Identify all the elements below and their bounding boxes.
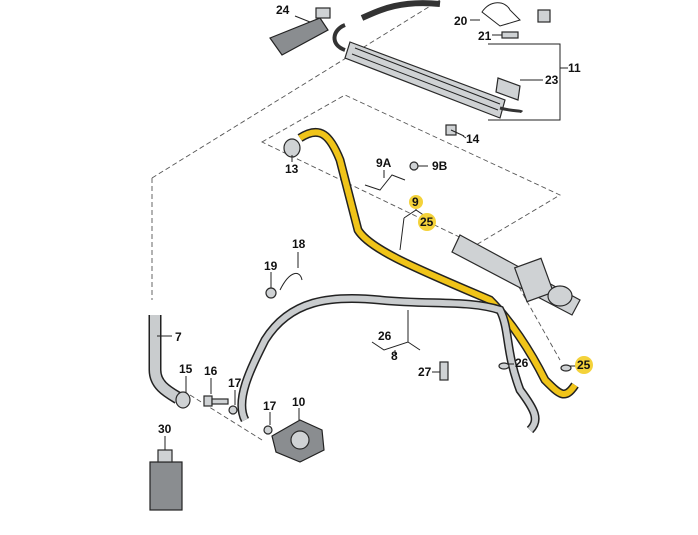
label-7[interactable]: 7 (175, 330, 182, 344)
cooler-pipe-left (332, 23, 346, 52)
label-16[interactable]: 16 (204, 364, 218, 378)
label-15[interactable]: 15 (179, 362, 193, 376)
label-14[interactable]: 14 (466, 132, 480, 146)
label-26-top[interactable]: 26 (378, 329, 392, 343)
clip-9A (364, 174, 406, 191)
cooler-pipe-right (499, 106, 524, 114)
cooler-body (344, 41, 506, 119)
dashed-outlines (151, 0, 561, 441)
nut-19 (265, 287, 277, 299)
label-9[interactable]: 9 (412, 195, 419, 209)
hose-9 (298, 129, 578, 397)
hose-8 (238, 295, 539, 433)
clip-20 (481, 2, 551, 39)
seal-17a (228, 405, 238, 415)
bracket-24 (269, 7, 331, 56)
bracket-23 (495, 77, 521, 101)
guide-line-rack (514, 279, 561, 361)
label-19[interactable]: 19 (264, 259, 278, 273)
pump-10 (271, 419, 325, 463)
label-27[interactable]: 27 (418, 365, 432, 379)
steering-rack (451, 234, 581, 316)
label-8[interactable]: 8 (391, 349, 398, 363)
cooler-assembly (332, 23, 524, 119)
label-9B[interactable]: 9B (432, 159, 448, 173)
hose-7 (150, 315, 181, 403)
label-24[interactable]: 24 (276, 3, 290, 17)
label-25-right[interactable]: 25 (577, 358, 591, 372)
guide-line-pump (189, 394, 263, 441)
clamp-18 (279, 272, 303, 291)
banjo-bolt-16 (203, 395, 229, 407)
oring-26 (498, 362, 510, 370)
label-30[interactable]: 30 (158, 422, 172, 436)
highlight-25b (575, 356, 593, 374)
grommet-13 (283, 138, 301, 158)
grommet-15 (175, 391, 191, 409)
part-labels: 24 20 21 23 11 14 13 9A 9B 9 25 18 19 7 … (158, 3, 591, 436)
label-20[interactable]: 20 (454, 14, 468, 28)
seal-17b (263, 425, 273, 435)
label-21[interactable]: 21 (478, 29, 492, 43)
group-frame-middle (261, 94, 561, 246)
nut-9B (409, 161, 419, 171)
label-17-bottom[interactable]: 17 (263, 399, 277, 413)
label-17-top[interactable]: 17 (228, 376, 242, 390)
label-25-top[interactable]: 25 (420, 215, 434, 229)
label-10[interactable]: 10 (292, 395, 306, 409)
hose-top (360, 0, 441, 21)
highlight-25a (418, 213, 436, 231)
label-23[interactable]: 23 (545, 73, 559, 87)
label-26-right[interactable]: 26 (515, 356, 529, 370)
bolt-14 (445, 124, 465, 137)
label-11[interactable]: 11 (568, 61, 581, 75)
oring-25 (560, 364, 572, 372)
leader-lines (157, 15, 576, 450)
label-13[interactable]: 13 (285, 162, 299, 176)
bolt-27 (439, 361, 449, 381)
label-9A[interactable]: 9A (376, 156, 392, 170)
highlight-9 (409, 195, 423, 209)
guide-line-top (151, 0, 441, 179)
fluid-bottle-30 (149, 449, 183, 511)
label-18[interactable]: 18 (292, 237, 306, 251)
